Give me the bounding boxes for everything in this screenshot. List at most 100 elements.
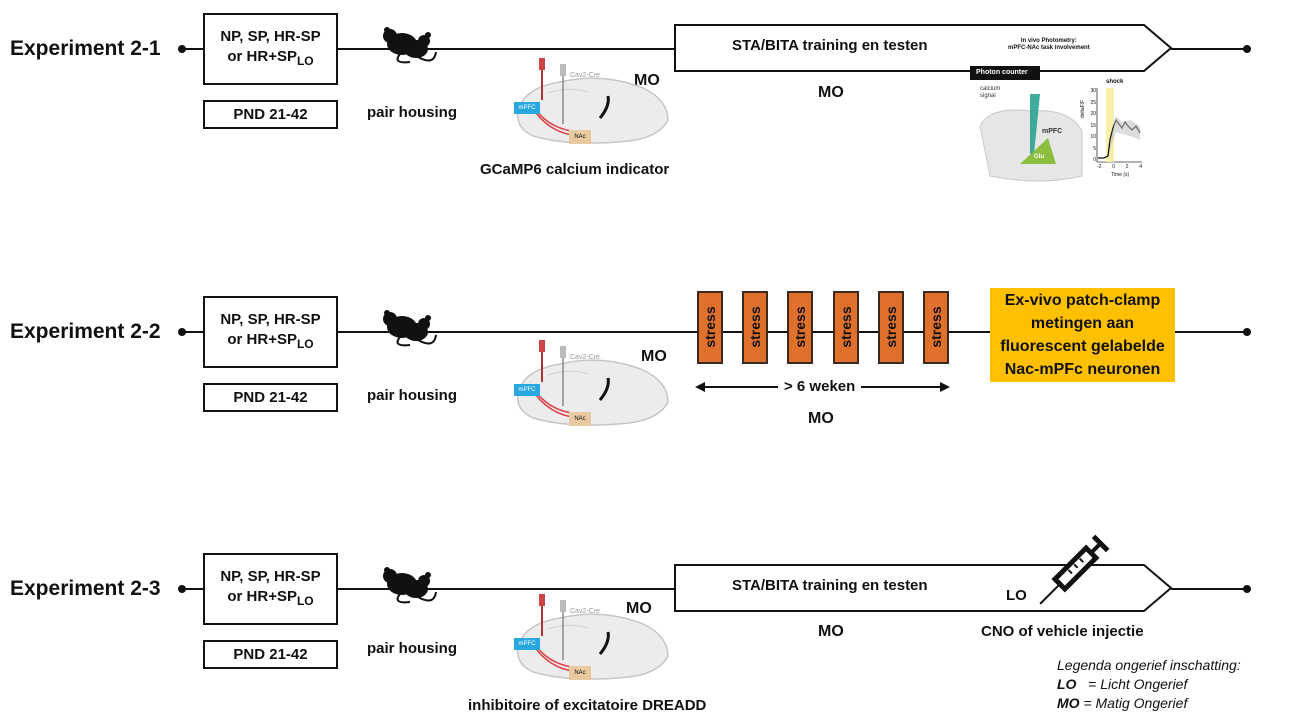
legend-title: Legenda ongerief inschatting: xyxy=(1057,657,1241,673)
duration-label: > 6 weken xyxy=(778,378,862,395)
group-box-line2: or HR+SPLO xyxy=(227,48,314,68)
mpfc-label: mPFC xyxy=(514,638,540,650)
timeline-line xyxy=(182,588,204,590)
photometry-panel: In vivo Photometry: mPFC-NAc task involv… xyxy=(970,36,1145,182)
y-tick-label: 30 xyxy=(1090,88,1096,94)
nac-label: NAc xyxy=(569,412,591,426)
stress-block: stress xyxy=(833,291,859,364)
y-tick-label: 10 xyxy=(1090,134,1096,140)
stress-block: stress xyxy=(697,291,723,364)
arrow-text: STA/BITA training en testen xyxy=(732,577,928,594)
housing-label: pair housing xyxy=(367,387,457,404)
group-box-subscript: LO xyxy=(296,54,314,68)
legend-lo: LO = Licht Ongerief xyxy=(1057,676,1188,692)
timeline-line xyxy=(1171,588,1247,590)
photometry-title: In vivo Photometry: mPFC-NAc task involv… xyxy=(1008,38,1090,51)
syringe-icon xyxy=(1039,534,1110,605)
calcium-signal-label: calcium signal xyxy=(980,86,1001,99)
brain-caption: GCaMP6 calcium indicator xyxy=(480,161,670,178)
group-box-line1: NP, SP, HR-SP xyxy=(220,311,321,328)
group-box-line2: or HR+SPLO xyxy=(227,331,314,351)
stress-label: stress xyxy=(792,305,808,348)
stress-label: stress xyxy=(747,305,763,348)
legend: Legenda ongerief inschatting: LO = Licht… xyxy=(1057,656,1241,713)
x-tick-label: 4 xyxy=(1139,164,1142,170)
housing-label: pair housing xyxy=(367,640,457,657)
rat-icon xyxy=(383,27,437,64)
timeline-line xyxy=(338,48,676,50)
y-tick-label: 25 xyxy=(1090,99,1096,106)
stress-block: stress xyxy=(742,291,768,364)
x-tick-label: -2 xyxy=(1097,164,1102,170)
patch-clamp-box: Ex-vivo patch-clamp metingen aan fluores… xyxy=(990,288,1175,382)
stress-label: stress xyxy=(838,305,854,348)
group-box-subscript: LO xyxy=(296,337,314,351)
glu-label: Glu xyxy=(1034,154,1044,160)
timeline-line xyxy=(1171,48,1247,50)
rat-icon xyxy=(383,567,437,604)
group-box-line1: NP, SP, HR-SP xyxy=(220,568,321,585)
stress-block: stress xyxy=(923,291,949,364)
mpfc-region-label: mPFC xyxy=(1042,128,1063,135)
virus-label: Cav2-Cre xyxy=(570,354,600,361)
lo-label: LO xyxy=(1006,587,1027,604)
rat-icon xyxy=(383,310,437,347)
mo-label: MO xyxy=(818,84,844,101)
group-box-subscript: LO xyxy=(296,594,314,608)
mo-label: MO xyxy=(641,348,667,365)
stress-blocks: stress stress stress stress stress stress xyxy=(697,291,949,364)
housing-label: pair housing xyxy=(367,104,457,121)
timeline-line xyxy=(182,331,204,333)
photometry-drawing xyxy=(970,66,1142,182)
timeline-line xyxy=(338,331,990,333)
brain-diagram: mPFC NAc Cav2-Cre xyxy=(508,58,678,150)
mo-label: MO xyxy=(818,623,844,640)
stress-label: stress xyxy=(928,305,944,348)
photometry-yticks: 30 25 20 15 10 5 0 xyxy=(1087,86,1096,167)
syringe-caption: CNO of vehicle injectie xyxy=(981,623,1144,640)
y-tick-label: 15 xyxy=(1090,122,1096,129)
procedure-arrow xyxy=(674,24,1173,72)
timeline-line xyxy=(338,588,676,590)
stress-label: stress xyxy=(702,305,718,348)
nac-label: NAc xyxy=(569,130,591,144)
experiment-label: Experiment 2-1 xyxy=(10,37,161,60)
timeline-line xyxy=(1175,331,1247,333)
stress-label: stress xyxy=(883,305,899,348)
mpfc-label: mPFC xyxy=(514,102,540,114)
x-tick-label: 0 xyxy=(1112,164,1115,170)
pnd-box: PND 21-42 xyxy=(203,383,338,412)
pnd-box: PND 21-42 xyxy=(203,100,338,129)
brain-caption: inhibitoire of excitatoire DREADD xyxy=(468,697,707,714)
virus-label: Cav2-Cre xyxy=(570,72,600,79)
mo-label: MO xyxy=(626,600,652,617)
nac-label: NAc xyxy=(569,666,591,680)
photon-counter-label: Photon counter xyxy=(976,69,1028,76)
timeline-end-dot xyxy=(1243,585,1251,593)
photometry-xlabel: Time (s) xyxy=(1111,172,1130,178)
group-box: NP, SP, HR-SP or HR+SPLO xyxy=(203,13,338,85)
pnd-box: PND 21-42 xyxy=(203,640,338,669)
group-box: NP, SP, HR-SP or HR+SPLO xyxy=(203,553,338,625)
timeline-end-dot xyxy=(1243,45,1251,53)
y-tick-label: 0 xyxy=(1093,157,1096,163)
group-box: NP, SP, HR-SP or HR+SPLO xyxy=(203,296,338,368)
stress-block: stress xyxy=(787,291,813,364)
experiment-label: Experiment 2-3 xyxy=(10,577,161,600)
virus-label: Cav2-Cre xyxy=(570,608,600,615)
mo-label: MO xyxy=(634,72,660,89)
legend-mo: MO = Matig Ongerief xyxy=(1057,695,1188,711)
experiment-label: Experiment 2-2 xyxy=(10,320,161,343)
y-tick-label: 20 xyxy=(1090,111,1096,117)
brain-diagram: mPFC NAc Cav2-Cre xyxy=(508,594,678,686)
group-box-line1: NP, SP, HR-SP xyxy=(220,28,321,45)
timeline-end-dot xyxy=(1243,328,1251,336)
arrow-text: STA/BITA training en testen xyxy=(732,37,928,54)
timeline-line xyxy=(182,48,204,50)
stress-block: stress xyxy=(878,291,904,364)
y-tick-label: 5 xyxy=(1093,145,1096,152)
shock-label: shock xyxy=(1106,79,1124,85)
mo-label: MO xyxy=(808,410,834,427)
